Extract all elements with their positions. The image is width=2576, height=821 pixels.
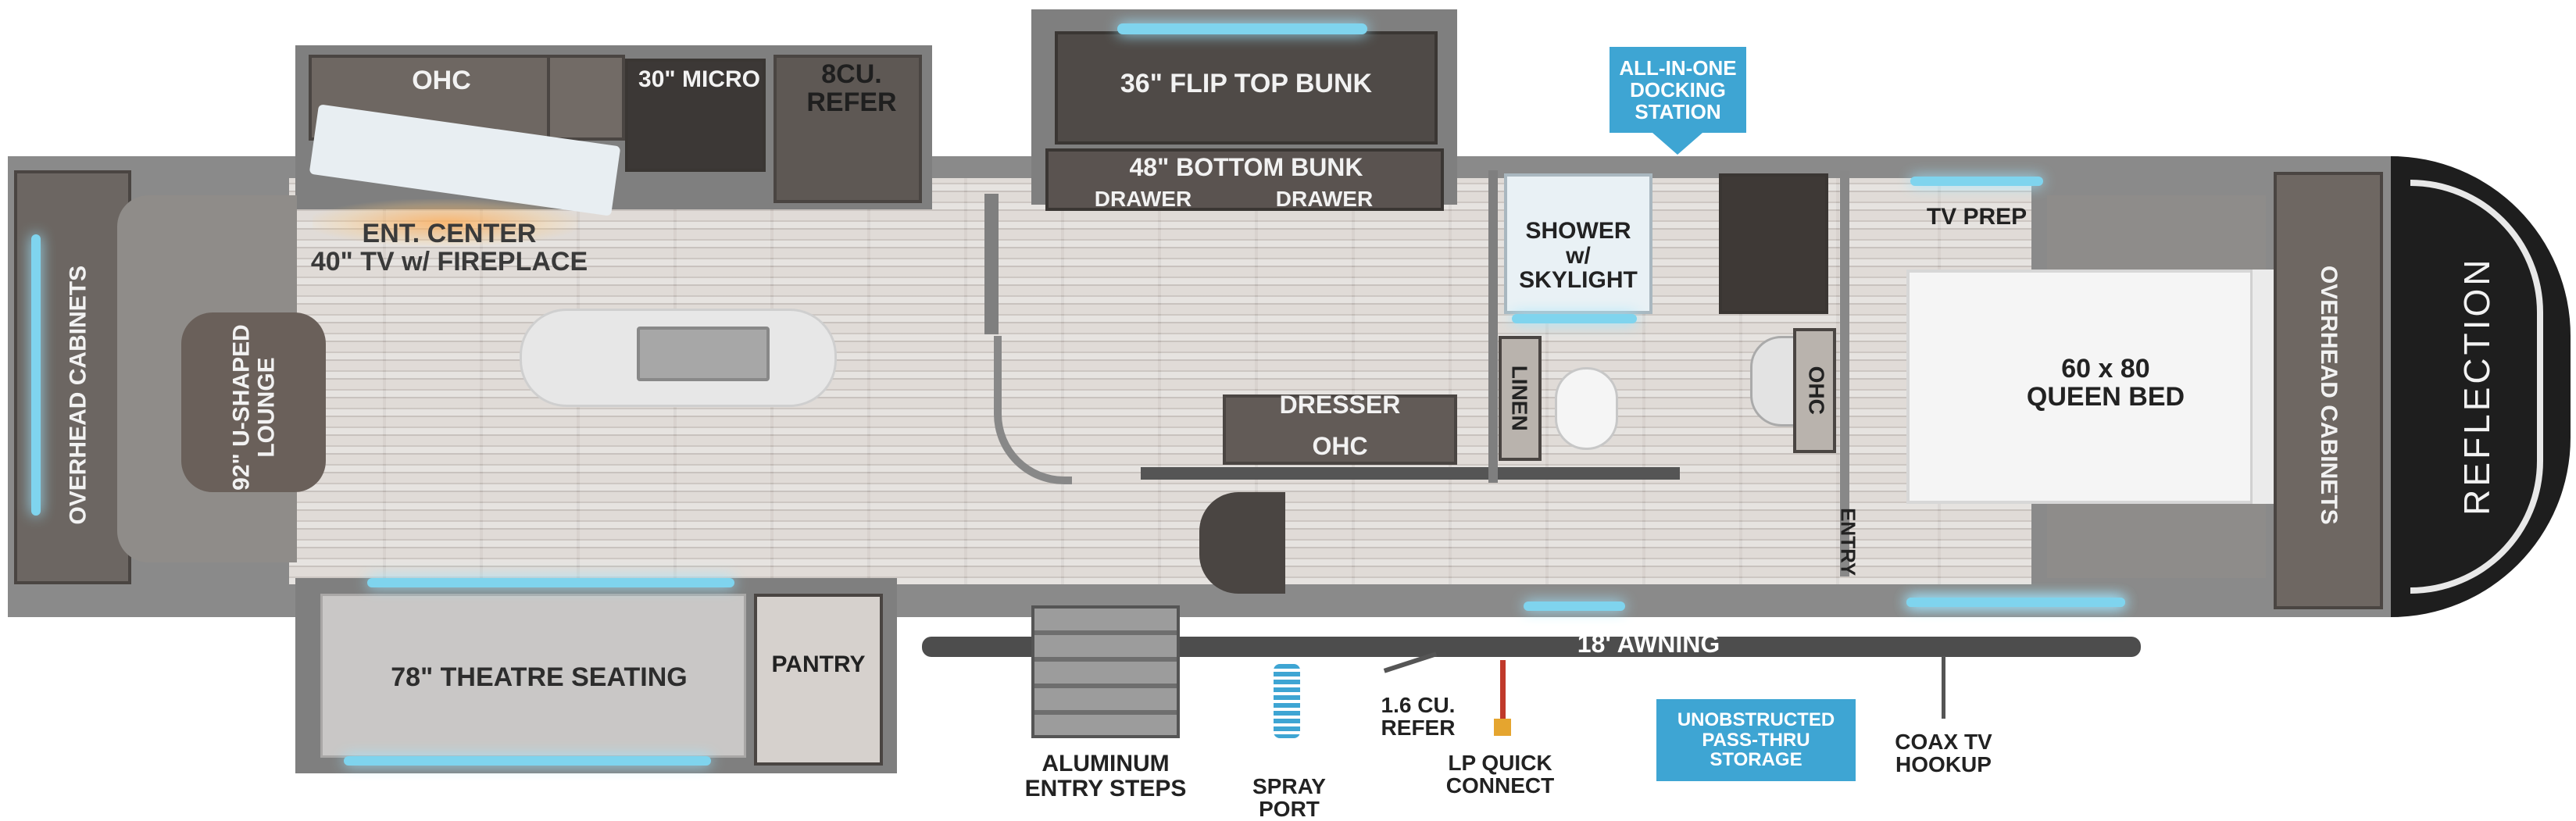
refrigerator — [774, 55, 922, 203]
kitchen-cabinet-right — [547, 55, 625, 141]
spray-port-hose — [1274, 664, 1300, 738]
exterior-light-1 — [1524, 601, 1625, 611]
queen-bed — [1906, 270, 2266, 504]
linen-closet — [1499, 336, 1542, 461]
bottom-bunk-label: 48" BOTTOM BUNK — [1129, 153, 1363, 181]
lp-line — [1500, 660, 1506, 723]
refer-label: 8CU. REFER — [806, 59, 897, 117]
drawer-right-label: DRAWER — [1275, 187, 1374, 211]
theatre-label: 78" THEATRE SEATING — [391, 662, 688, 692]
tv-prep-label: TV PREP — [1926, 204, 2028, 230]
dresser-label: DRESSER — [1279, 391, 1401, 419]
bath-wall — [1488, 170, 1498, 483]
brand-label: REFLECTION — [2456, 256, 2497, 516]
docking-station-callout: ALL-IN-ONE DOCKING STATION — [1610, 47, 1746, 133]
docking-arrow — [1652, 133, 1702, 155]
coax-label: COAX TV HOOKUP — [1895, 730, 1992, 777]
flip-bunk-label: 36" FLIP TOP BUNK — [1120, 69, 1373, 98]
refer-small-label: 1.6 CU. REFER — [1381, 693, 1456, 741]
pantry — [754, 594, 883, 766]
lounge-label: 92" U-SHAPED LOUNGE — [228, 324, 280, 491]
pantry-label: PANTRY — [771, 651, 866, 677]
bed-nightstand-bottom — [2047, 500, 2266, 578]
bunk-partition — [984, 194, 999, 334]
exterior-light-2 — [1906, 598, 2125, 607]
tv-prep-light — [1910, 177, 2043, 186]
theatre-seating — [320, 594, 746, 758]
bottom-bunk — [1045, 148, 1444, 211]
awning-label: 18' AWNING — [1577, 630, 1720, 658]
shower-skylight — [1512, 314, 1637, 323]
linen-label: LINEN — [1507, 365, 1532, 431]
entry-chair — [1199, 492, 1285, 594]
island-sink — [637, 327, 770, 381]
toilet — [1555, 367, 1618, 450]
ohc-bath-label: OHC — [1804, 366, 1829, 415]
shower-label: SHOWER w/ SKYLIGHT — [1519, 218, 1638, 293]
overhead-cabinets-right — [2274, 172, 2383, 609]
wardrobe-rack — [1719, 173, 1828, 314]
queen-bed-label: 60 x 80 QUEEN BED — [2026, 354, 2185, 412]
bed-nightstand-top — [2047, 195, 2266, 270]
pass-thru-storage-callout: UNOBSTRUCTED PASS-THRU STORAGE — [1656, 699, 1856, 781]
drawer-left-label: DRAWER — [1094, 187, 1192, 211]
ent-center-label: ENT. CENTER 40" TV w/ FIREPLACE — [310, 219, 588, 277]
ohc-kitchen-label: OHC — [412, 66, 471, 95]
fireplace-glow — [313, 199, 578, 246]
bath-ohc — [1793, 328, 1836, 453]
bunk-light — [1117, 23, 1367, 34]
steps-label: ALUMINUM ENTRY STEPS — [1024, 751, 1187, 801]
spray-label: SPRAY PORT — [1252, 774, 1326, 821]
theatre-light-bottom — [344, 756, 711, 766]
left-cap-light — [31, 234, 41, 516]
ohc-bunk-label: OHC — [1312, 432, 1368, 460]
interior-rail — [1141, 467, 1680, 480]
overhead-right-label: OVERHEAD CABINETS — [2315, 265, 2342, 525]
shower — [1504, 173, 1652, 314]
overhead-left-label: OVERHEAD CABINETS — [65, 265, 91, 525]
microwave — [625, 59, 766, 172]
entry-wall — [1840, 170, 1849, 576]
bed-pillows — [2250, 270, 2276, 504]
micro-label: 30" MICRO — [638, 66, 760, 92]
dresser — [1223, 394, 1457, 465]
theatre-light-top — [367, 578, 734, 587]
lounge-ottoman — [181, 312, 326, 492]
lp-label: LP QUICK CONNECT — [1445, 751, 1555, 798]
entry-label: ENTRY — [1836, 508, 1860, 576]
lp-fitting — [1494, 719, 1511, 736]
aluminum-steps — [1031, 605, 1180, 738]
coax-line — [1942, 656, 1945, 719]
